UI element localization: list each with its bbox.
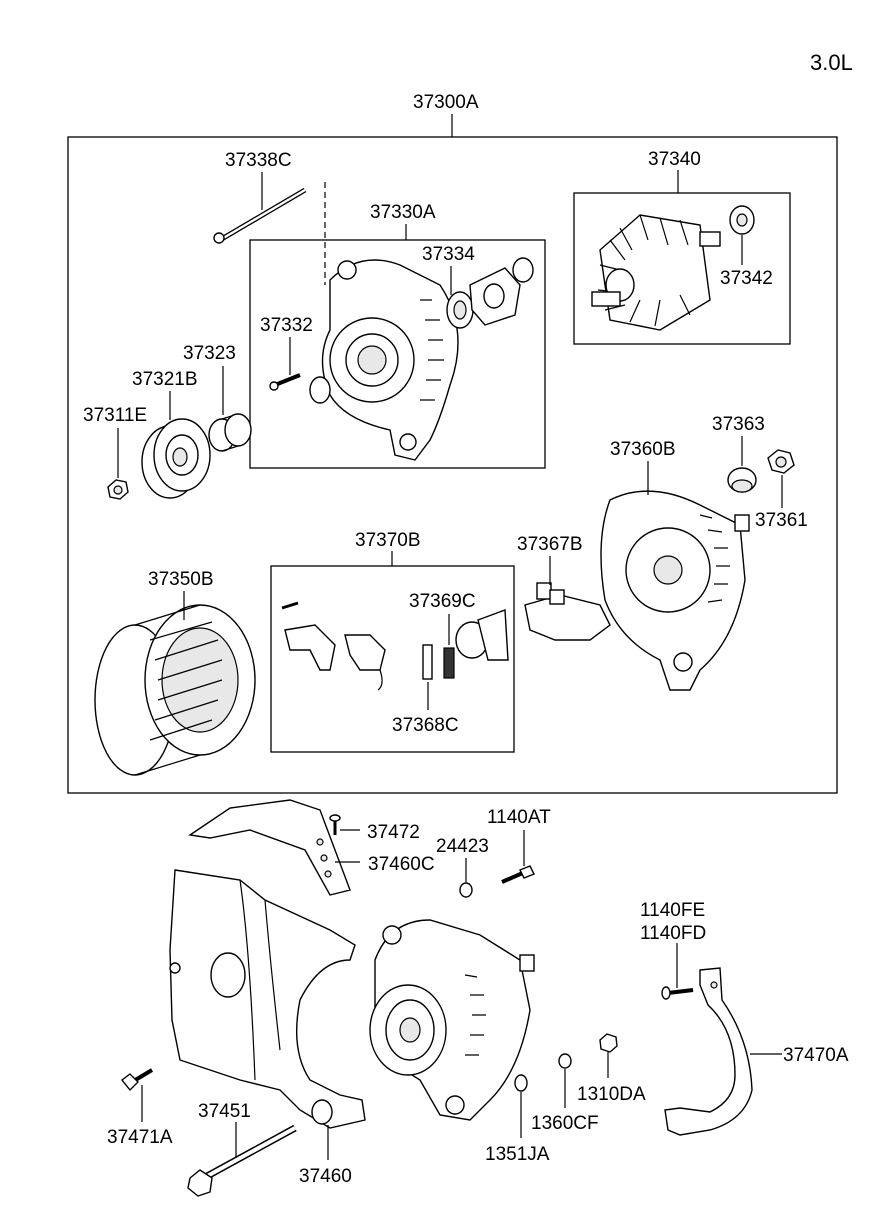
part-label-37470A: 37470A (783, 1045, 849, 1066)
strap-bracket (664, 967, 753, 1136)
part-label-37361: 37361 (755, 510, 808, 531)
seal-ring (309, 376, 331, 404)
bearing (446, 291, 474, 329)
part-label-37330A: 37330A (370, 202, 436, 223)
brush (422, 644, 433, 680)
front-bracket (321, 259, 459, 461)
retainer-plate (469, 257, 534, 326)
part-label-37360B: 37360B (610, 439, 676, 460)
washer-1360cf (558, 1053, 572, 1069)
alternator (369, 919, 535, 1121)
part-label-37368C: 37368C (392, 715, 459, 736)
part-label-1351JA: 1351JA (485, 1144, 550, 1165)
bolt-1140at (501, 865, 535, 884)
mounting-bracket (169, 869, 366, 1129)
part-label-37451: 37451 (198, 1101, 251, 1122)
front-bracket-frame (249, 239, 546, 469)
part-label-37460C: 37460C (368, 854, 435, 875)
part-label-37369C: 37369C (409, 591, 476, 612)
part-label-37340: 37340 (648, 149, 701, 170)
nut-1310da (599, 1033, 618, 1053)
part-label-37370B: 37370B (355, 530, 421, 551)
small-bolt (121, 1068, 154, 1092)
part-label-1140FE: 1140FE (640, 900, 706, 921)
spacer (208, 413, 252, 452)
part-label-37300A: 37300A (413, 92, 479, 113)
part-label-1310DA: 1310DA (577, 1084, 646, 1105)
rotor-frame (573, 192, 791, 345)
part-label-37323: 37323 (183, 343, 236, 364)
part-label-37334: 37334 (422, 244, 475, 265)
part-label-37472: 37472 (367, 822, 420, 843)
bracket-bolt (661, 986, 694, 1000)
screw (269, 373, 301, 391)
brush-terminal (344, 634, 386, 691)
nut (107, 479, 129, 500)
washer-1351ja (514, 1074, 528, 1092)
rotor-bearing (729, 205, 755, 235)
terminal-cap (727, 467, 757, 493)
part-label-37311E: 37311E (83, 405, 148, 426)
brush-holder-body (455, 609, 509, 661)
part-label-37342: 37342 (720, 268, 773, 289)
part-label-37350B: 37350B (148, 569, 214, 590)
part-label-37460: 37460 (299, 1166, 352, 1187)
rear-bracket (600, 490, 750, 691)
brush-spring (443, 647, 455, 679)
part-label-37321B: 37321B (132, 369, 198, 390)
part-label-37338C: 37338C (225, 150, 292, 171)
part-label-37471A: 37471A (107, 1127, 173, 1148)
part-label-1140FD: 1140FD (640, 923, 707, 944)
pulley (141, 418, 211, 499)
rotor (591, 214, 721, 331)
brush-screw (281, 601, 299, 610)
upper-bracket (188, 799, 351, 896)
part-label-1360CF: 1360CF (531, 1113, 599, 1134)
part-label-24423: 24423 (436, 836, 489, 857)
part-label-1140AT: 1140AT (487, 807, 551, 828)
part-label-37332: 37332 (260, 315, 313, 336)
washer (459, 882, 473, 898)
stator (94, 604, 256, 776)
long-bolt (187, 1124, 297, 1197)
small-screw (329, 814, 341, 835)
through-bolt (213, 187, 307, 244)
part-label-37363: 37363 (712, 414, 765, 435)
regulator (524, 582, 611, 641)
engine-label: 3.0L (810, 50, 853, 75)
brush-cover (284, 624, 336, 671)
part-label-37367B: 37367B (517, 534, 583, 555)
terminal-nut (767, 449, 795, 474)
